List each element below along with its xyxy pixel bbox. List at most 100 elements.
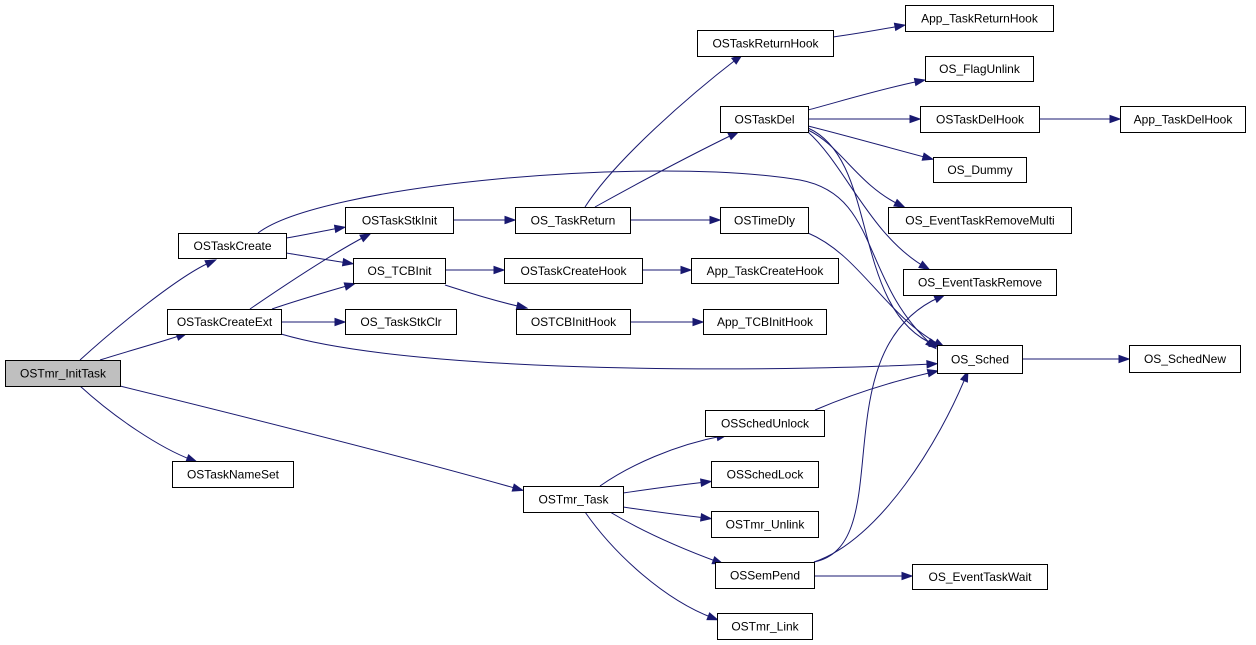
node-osschedlock[interactable]: OSSchedLock <box>711 461 819 488</box>
node-box[interactable] <box>925 56 1034 82</box>
arrowhead-icon <box>913 77 927 87</box>
edge-line <box>622 481 707 494</box>
node-box[interactable] <box>703 309 827 335</box>
node-box[interactable] <box>178 233 287 259</box>
node-box[interactable] <box>515 207 631 234</box>
edge-ostaskstkinit-to-os-taskreturn <box>453 215 517 225</box>
node-app-taskdelhook[interactable]: App_TaskDelHook <box>1120 106 1246 133</box>
node-ostmr-task[interactable]: OSTmr_Task <box>523 486 624 513</box>
edge-line <box>285 252 349 264</box>
node-ossempend[interactable]: OSSemPend <box>715 562 815 589</box>
node-box[interactable] <box>353 258 446 284</box>
edge-line <box>99 334 183 361</box>
node-os-taskreturn[interactable]: OS_TaskReturn <box>515 207 631 234</box>
node-box[interactable] <box>937 345 1023 374</box>
edge-line <box>807 232 941 346</box>
node-box[interactable] <box>523 486 624 513</box>
edge-ostaskdelhook-to-app-taskdelhook <box>1039 114 1122 124</box>
node-box[interactable] <box>711 461 819 488</box>
node-ostmr-unlink[interactable]: OSTmr_Unlink <box>711 511 819 538</box>
node-ostaskcreatehook[interactable]: OSTaskCreateHook <box>504 258 643 284</box>
node-label: OS_EventTaskRemoveMulti <box>905 214 1054 228</box>
node-ostaskstkinit[interactable]: OSTaskStkInit <box>345 207 454 234</box>
node-box[interactable] <box>167 309 282 335</box>
node-os-flagunlink[interactable]: OS_FlagUnlink <box>925 56 1034 82</box>
node-box[interactable] <box>888 207 1072 234</box>
node-box[interactable] <box>715 562 815 589</box>
arrowhead-icon <box>511 483 525 492</box>
arrowhead-icon <box>1118 354 1131 364</box>
arrowhead-icon <box>341 257 355 267</box>
node-label: OSTCBInitHook <box>531 315 617 329</box>
edge-ostmr-inittask-to-ostaskcreate <box>79 259 217 361</box>
node-ostaskdel[interactable]: OSTaskDel <box>720 106 809 133</box>
arrowhead-icon <box>909 114 922 124</box>
node-box[interactable] <box>345 207 454 234</box>
node-box[interactable] <box>720 106 809 133</box>
node-ostaskcreate[interactable]: OSTaskCreate <box>178 233 287 259</box>
node-ostmr-inittask[interactable]: OSTmr_InitTask <box>5 360 121 387</box>
node-ostmr-link[interactable]: OSTmr_Link <box>717 613 813 640</box>
node-ostasknameset[interactable]: OSTaskNameSet <box>172 461 294 488</box>
node-label: OS_EventTaskRemove <box>918 276 1042 290</box>
node-box[interactable] <box>516 309 631 335</box>
node-app-taskcreatehook[interactable]: App_TaskCreateHook <box>691 258 839 284</box>
edge-line <box>79 261 212 361</box>
node-os-sched[interactable]: OS_Sched <box>937 345 1023 374</box>
node-os-taskstkclr[interactable]: OS_TaskStkClr <box>345 309 457 335</box>
node-box[interactable] <box>1129 345 1241 373</box>
node-box[interactable] <box>905 5 1054 32</box>
node-box[interactable] <box>1120 106 1246 133</box>
edge-ostaskdel-to-os-sched <box>807 127 941 348</box>
node-ostaskcreateext[interactable]: OSTaskCreateExt <box>167 309 282 335</box>
node-ostaskdelhook[interactable]: OSTaskDelHook <box>920 106 1040 133</box>
node-box[interactable] <box>717 613 813 640</box>
node-os-eventtaskremove[interactable]: OS_EventTaskRemove <box>903 269 1057 296</box>
node-ostcbinithook[interactable]: OSTCBInitHook <box>516 309 631 335</box>
arrowhead-icon <box>334 317 347 327</box>
edge-line <box>119 385 519 490</box>
edge-os-tcbinit-to-ostcbinithook <box>444 284 529 310</box>
node-box[interactable] <box>903 269 1057 296</box>
edge-os-sched-to-os-schednew <box>1022 354 1131 364</box>
node-ostimedly[interactable]: OSTimeDly <box>720 207 809 234</box>
node-label: OS_TaskStkClr <box>360 315 441 329</box>
node-box[interactable] <box>705 410 825 437</box>
node-box[interactable] <box>504 258 643 284</box>
edge-ostmr-inittask-to-ostasknameset <box>79 385 199 463</box>
node-box[interactable] <box>691 258 839 284</box>
node-os-tcbinit[interactable]: OS_TCBInit <box>353 258 446 284</box>
node-os-eventtaskremovemulti[interactable]: OS_EventTaskRemoveMulti <box>888 207 1072 234</box>
node-box[interactable] <box>720 207 809 234</box>
node-app-tcbinithook[interactable]: App_TCBInitHook <box>703 309 827 335</box>
node-box[interactable] <box>5 360 121 387</box>
node-box[interactable] <box>920 106 1040 133</box>
edge-ostaskcreate-to-ostaskstkinit <box>285 224 347 239</box>
node-os-dummy[interactable]: OS_Dummy <box>933 157 1027 183</box>
node-box[interactable] <box>172 461 294 488</box>
edge-line <box>594 133 735 208</box>
edge-line <box>807 129 901 206</box>
node-box[interactable] <box>912 564 1048 590</box>
node-box[interactable] <box>697 30 834 57</box>
arrowhead-icon <box>918 260 931 271</box>
node-box[interactable] <box>933 157 1027 183</box>
node-app-taskreturnhook[interactable]: App_TaskReturnHook <box>905 5 1054 32</box>
arrowhead-icon <box>493 265 506 275</box>
node-label: OSTaskReturnHook <box>712 37 819 51</box>
node-box[interactable] <box>345 309 457 335</box>
arrowhead-icon <box>204 259 217 269</box>
node-osschedunlock[interactable]: OSSchedUnlock <box>705 410 825 437</box>
arrowhead-icon <box>333 224 347 234</box>
edge-ossempend-to-os-eventtaskwait <box>814 571 914 581</box>
edge-ostmr-task-to-ostmr-unlink <box>622 506 713 522</box>
edge-ostmr-task-to-osschedunlock <box>599 432 729 487</box>
edge-line <box>271 284 351 310</box>
node-box[interactable] <box>711 511 819 538</box>
node-ostaskreturnhook[interactable]: OSTaskReturnHook <box>697 30 834 57</box>
edge-line <box>813 375 967 563</box>
edge-line <box>622 506 707 519</box>
node-os-eventtaskwait[interactable]: OS_EventTaskWait <box>912 564 1048 590</box>
node-os-schednew[interactable]: OS_SchedNew <box>1129 345 1241 373</box>
node-label: OS_Dummy <box>947 163 1012 177</box>
